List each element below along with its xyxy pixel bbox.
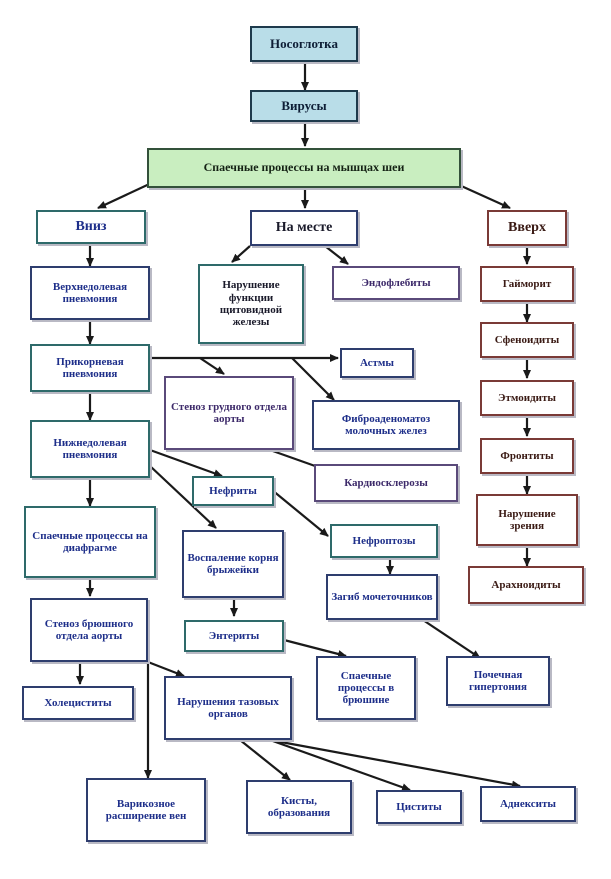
- node-ethmoiditis: Этмоидиты: [480, 380, 574, 416]
- node-nephritis: Нефриты: [192, 476, 274, 506]
- node-thoracic-aorta-stenosis: Стеноз грудного отдела аорты: [164, 376, 294, 450]
- node-sinusitis: Гайморит: [480, 266, 574, 302]
- node-arachnoiditis: Арахноидиты: [468, 566, 584, 604]
- node-abdominal-adhesions: Спаечные процессы в брюшине: [316, 656, 416, 720]
- node-pelvic-disorders: Нарушения тазовых органов: [164, 676, 292, 740]
- node-lower-lobe-pneumonia: Нижнедолевая пневмония: [30, 420, 150, 478]
- node-nasopharynx: Носоглотка: [250, 26, 358, 62]
- node-asthma: Астмы: [340, 348, 414, 378]
- node-viruses: Вирусы: [250, 90, 358, 122]
- node-sphenoiditis: Сфеноидиты: [480, 322, 574, 358]
- node-up: Вверх: [487, 210, 567, 246]
- node-ureter-bend: Загиб мочеточников: [326, 574, 438, 620]
- node-mesentery-inflammation: Воспаление корня брыжейки: [182, 530, 284, 598]
- node-cysts: Кисты, образования: [246, 780, 352, 834]
- node-diaphragm-adhesions: Спаечные процессы на диафрагме: [24, 506, 156, 578]
- node-adnexitis: Аднекситы: [480, 786, 576, 822]
- node-upper-lobe-pneumonia: Верхнедолевая пневмония: [30, 266, 150, 320]
- node-hilar-pneumonia: Прикорневая пневмония: [30, 344, 150, 392]
- node-varicose-veins: Варикозное расширение вен: [86, 778, 206, 842]
- node-renal-hypertension: Почечная гипертония: [446, 656, 550, 706]
- node-cardiosclerosis: Кардиосклерозы: [314, 464, 458, 502]
- node-endophlebitis: Эндофлебиты: [332, 266, 460, 300]
- node-enteritis: Энтериты: [184, 620, 284, 652]
- node-fibroadenomatosis: Фиброаденоматоз молочных желез: [312, 400, 460, 450]
- node-neck-adhesions: Спаечные процессы на мышцах шеи: [147, 148, 461, 188]
- node-thyroid-dysfunction: Нарушение функции щитовидной железы: [198, 264, 304, 344]
- node-frontitis: Фронтиты: [480, 438, 574, 474]
- node-abdominal-aorta-stenosis: Стеноз брюшного отдела аорты: [30, 598, 148, 662]
- node-cholecystitis: Холециститы: [22, 686, 134, 720]
- node-cystitis: Циститы: [376, 790, 462, 824]
- node-down: Вниз: [36, 210, 146, 244]
- node-in-place: На месте: [250, 210, 358, 246]
- node-nephroptosis: Нефроптозы: [330, 524, 438, 558]
- node-vision-impairment: Нарушение зрения: [476, 494, 578, 546]
